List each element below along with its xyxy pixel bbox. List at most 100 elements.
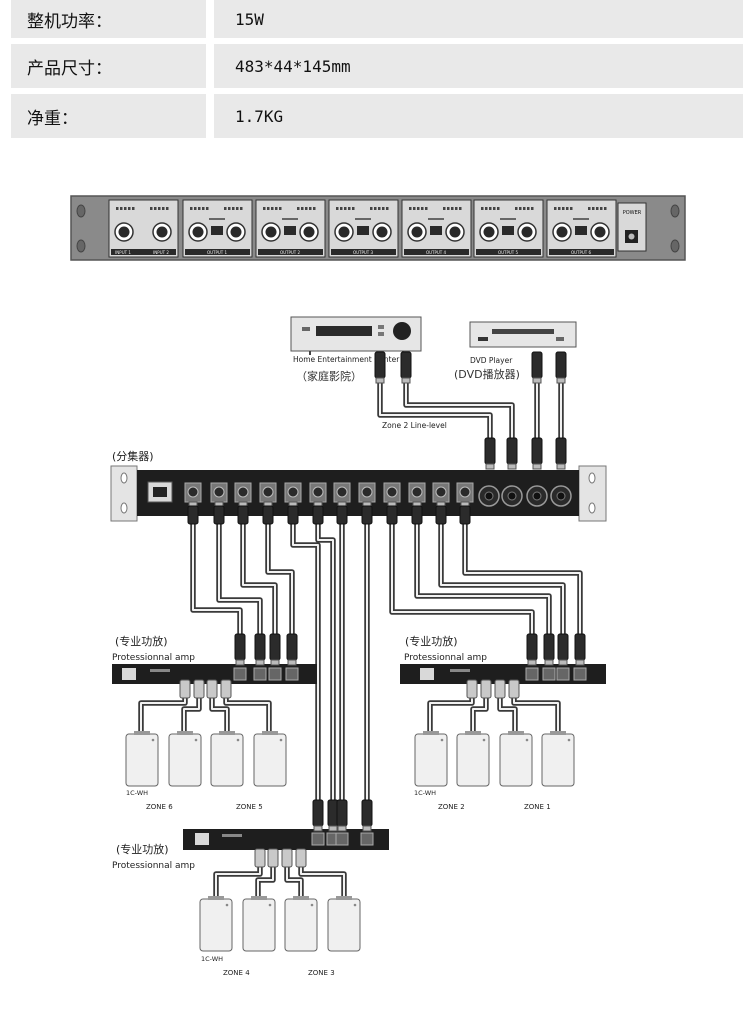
meter-led-icon <box>519 207 522 210</box>
section-label-bar <box>549 249 614 255</box>
section-label: INPUT 1 <box>115 250 131 255</box>
xlr-plug-tip <box>558 659 568 666</box>
section-label-bar <box>185 249 250 255</box>
xlr-plug-icon <box>254 633 266 661</box>
meter-led-icon <box>531 207 534 210</box>
knob-icon <box>156 226 168 238</box>
cable-inner <box>267 520 293 660</box>
cable-inner <box>300 867 345 898</box>
dvd-tray <box>492 329 554 334</box>
xlr-plug-icon <box>543 633 555 661</box>
dvd-label: DVD Player <box>470 356 513 365</box>
meter-led-icon <box>417 207 420 210</box>
xlr-jack-icon <box>386 486 398 498</box>
knob-icon <box>556 226 568 238</box>
speaker-bracket <box>465 731 481 735</box>
xlr-plug-tip <box>544 659 554 666</box>
section-label-bar <box>331 249 396 255</box>
speaker-bracket <box>293 896 309 900</box>
xlr-plug-icon <box>312 799 324 827</box>
xlr-plug-tip <box>485 463 495 470</box>
meter-led-icon <box>382 207 385 210</box>
meter-led-icon <box>263 207 266 210</box>
xlr-plug-icon <box>361 505 373 525</box>
home-entertainment-label: Home Entertainment Center <box>293 355 400 364</box>
section-label: OUTPUT 4 <box>426 250 447 255</box>
section-label: OUTPUT 6 <box>571 250 592 255</box>
speaker-icon <box>168 733 202 787</box>
xlr-plug-icon <box>213 505 225 525</box>
ac-inlet-socket <box>153 487 167 497</box>
rack-hole <box>76 239 86 253</box>
mode-label-mark <box>355 218 371 220</box>
zone-label: ZONE 3 <box>308 969 335 977</box>
amp-cn-label: (专业功放) <box>116 842 169 856</box>
speaker-icon <box>199 898 233 952</box>
speaker-plug-icon <box>508 679 520 699</box>
speaker-bracket <box>550 731 566 735</box>
xlr-plug-tip <box>287 659 297 666</box>
meter-led-icon <box>116 207 119 210</box>
amp-label-plate <box>150 669 170 672</box>
speaker-led <box>194 738 198 742</box>
knob-icon <box>303 226 315 238</box>
spec-row-power: 整机功率： 15W <box>11 0 743 38</box>
section-label-bar <box>404 249 469 255</box>
amp-input-jack <box>360 832 374 846</box>
volume-knob-icon <box>393 322 411 340</box>
amp-input-jack <box>335 832 349 846</box>
amp-input-jack <box>268 667 282 681</box>
knob-icon <box>411 226 423 238</box>
xlr-plug-tip <box>270 659 280 666</box>
amp-input-jack <box>233 667 247 681</box>
receiver-button <box>378 325 384 329</box>
meter-led-icon <box>158 207 161 210</box>
xlr-jack-icon <box>187 486 199 498</box>
xlr-plug-icon <box>411 505 423 525</box>
meter-led-icon <box>459 207 462 210</box>
knob-icon <box>338 226 350 238</box>
rack-hole <box>670 239 680 253</box>
xlr-plug-tip <box>532 377 542 384</box>
home-entertainment-cn-label: （家庭影院） <box>296 369 362 383</box>
xlr-jack-icon <box>484 491 494 501</box>
amp-input-jack <box>573 667 587 681</box>
meter-led-icon <box>370 207 373 210</box>
speaker-plug-icon <box>480 679 492 699</box>
meter-led-icon <box>570 207 573 210</box>
xlr-jack-icon <box>262 486 274 498</box>
cable-inner <box>211 695 228 733</box>
mode-switch-icon <box>284 226 296 235</box>
cable-inner <box>242 520 276 660</box>
speaker-plug-icon <box>494 679 506 699</box>
xlr-plug-icon <box>459 505 471 525</box>
cable-inner <box>292 520 319 825</box>
amp-cn-label: (专业功放) <box>405 634 458 648</box>
xlr-jack-icon <box>361 486 373 498</box>
xlr-jack-icon <box>507 491 517 501</box>
xlr-plug-icon <box>435 505 447 525</box>
cable-inner <box>429 695 473 733</box>
meter-led-icon <box>425 207 428 210</box>
amp-input-jack <box>525 667 539 681</box>
meter-led-icon <box>481 207 484 210</box>
splitter-label: (分集器) <box>112 449 154 463</box>
xlr-plug-icon <box>531 437 543 465</box>
xlr-plug-icon <box>269 633 281 661</box>
xlr-jack-icon <box>287 486 299 498</box>
speaker-plug-icon <box>206 679 218 699</box>
cable-inner <box>472 695 487 733</box>
zone-label: ZONE 6 <box>146 803 173 811</box>
cable-inner <box>257 867 274 898</box>
amp-label-plate <box>222 834 242 837</box>
xlr-plug-icon <box>484 437 496 465</box>
xlr-plug-tip <box>532 463 542 470</box>
mode-label-mark <box>209 218 225 220</box>
xlr-plug-icon <box>557 633 569 661</box>
meter-led-icon <box>236 207 239 210</box>
speaker-led <box>567 738 571 742</box>
speaker-bracket <box>508 731 524 735</box>
speaker-icon <box>327 898 361 952</box>
speaker-icon <box>456 733 490 787</box>
